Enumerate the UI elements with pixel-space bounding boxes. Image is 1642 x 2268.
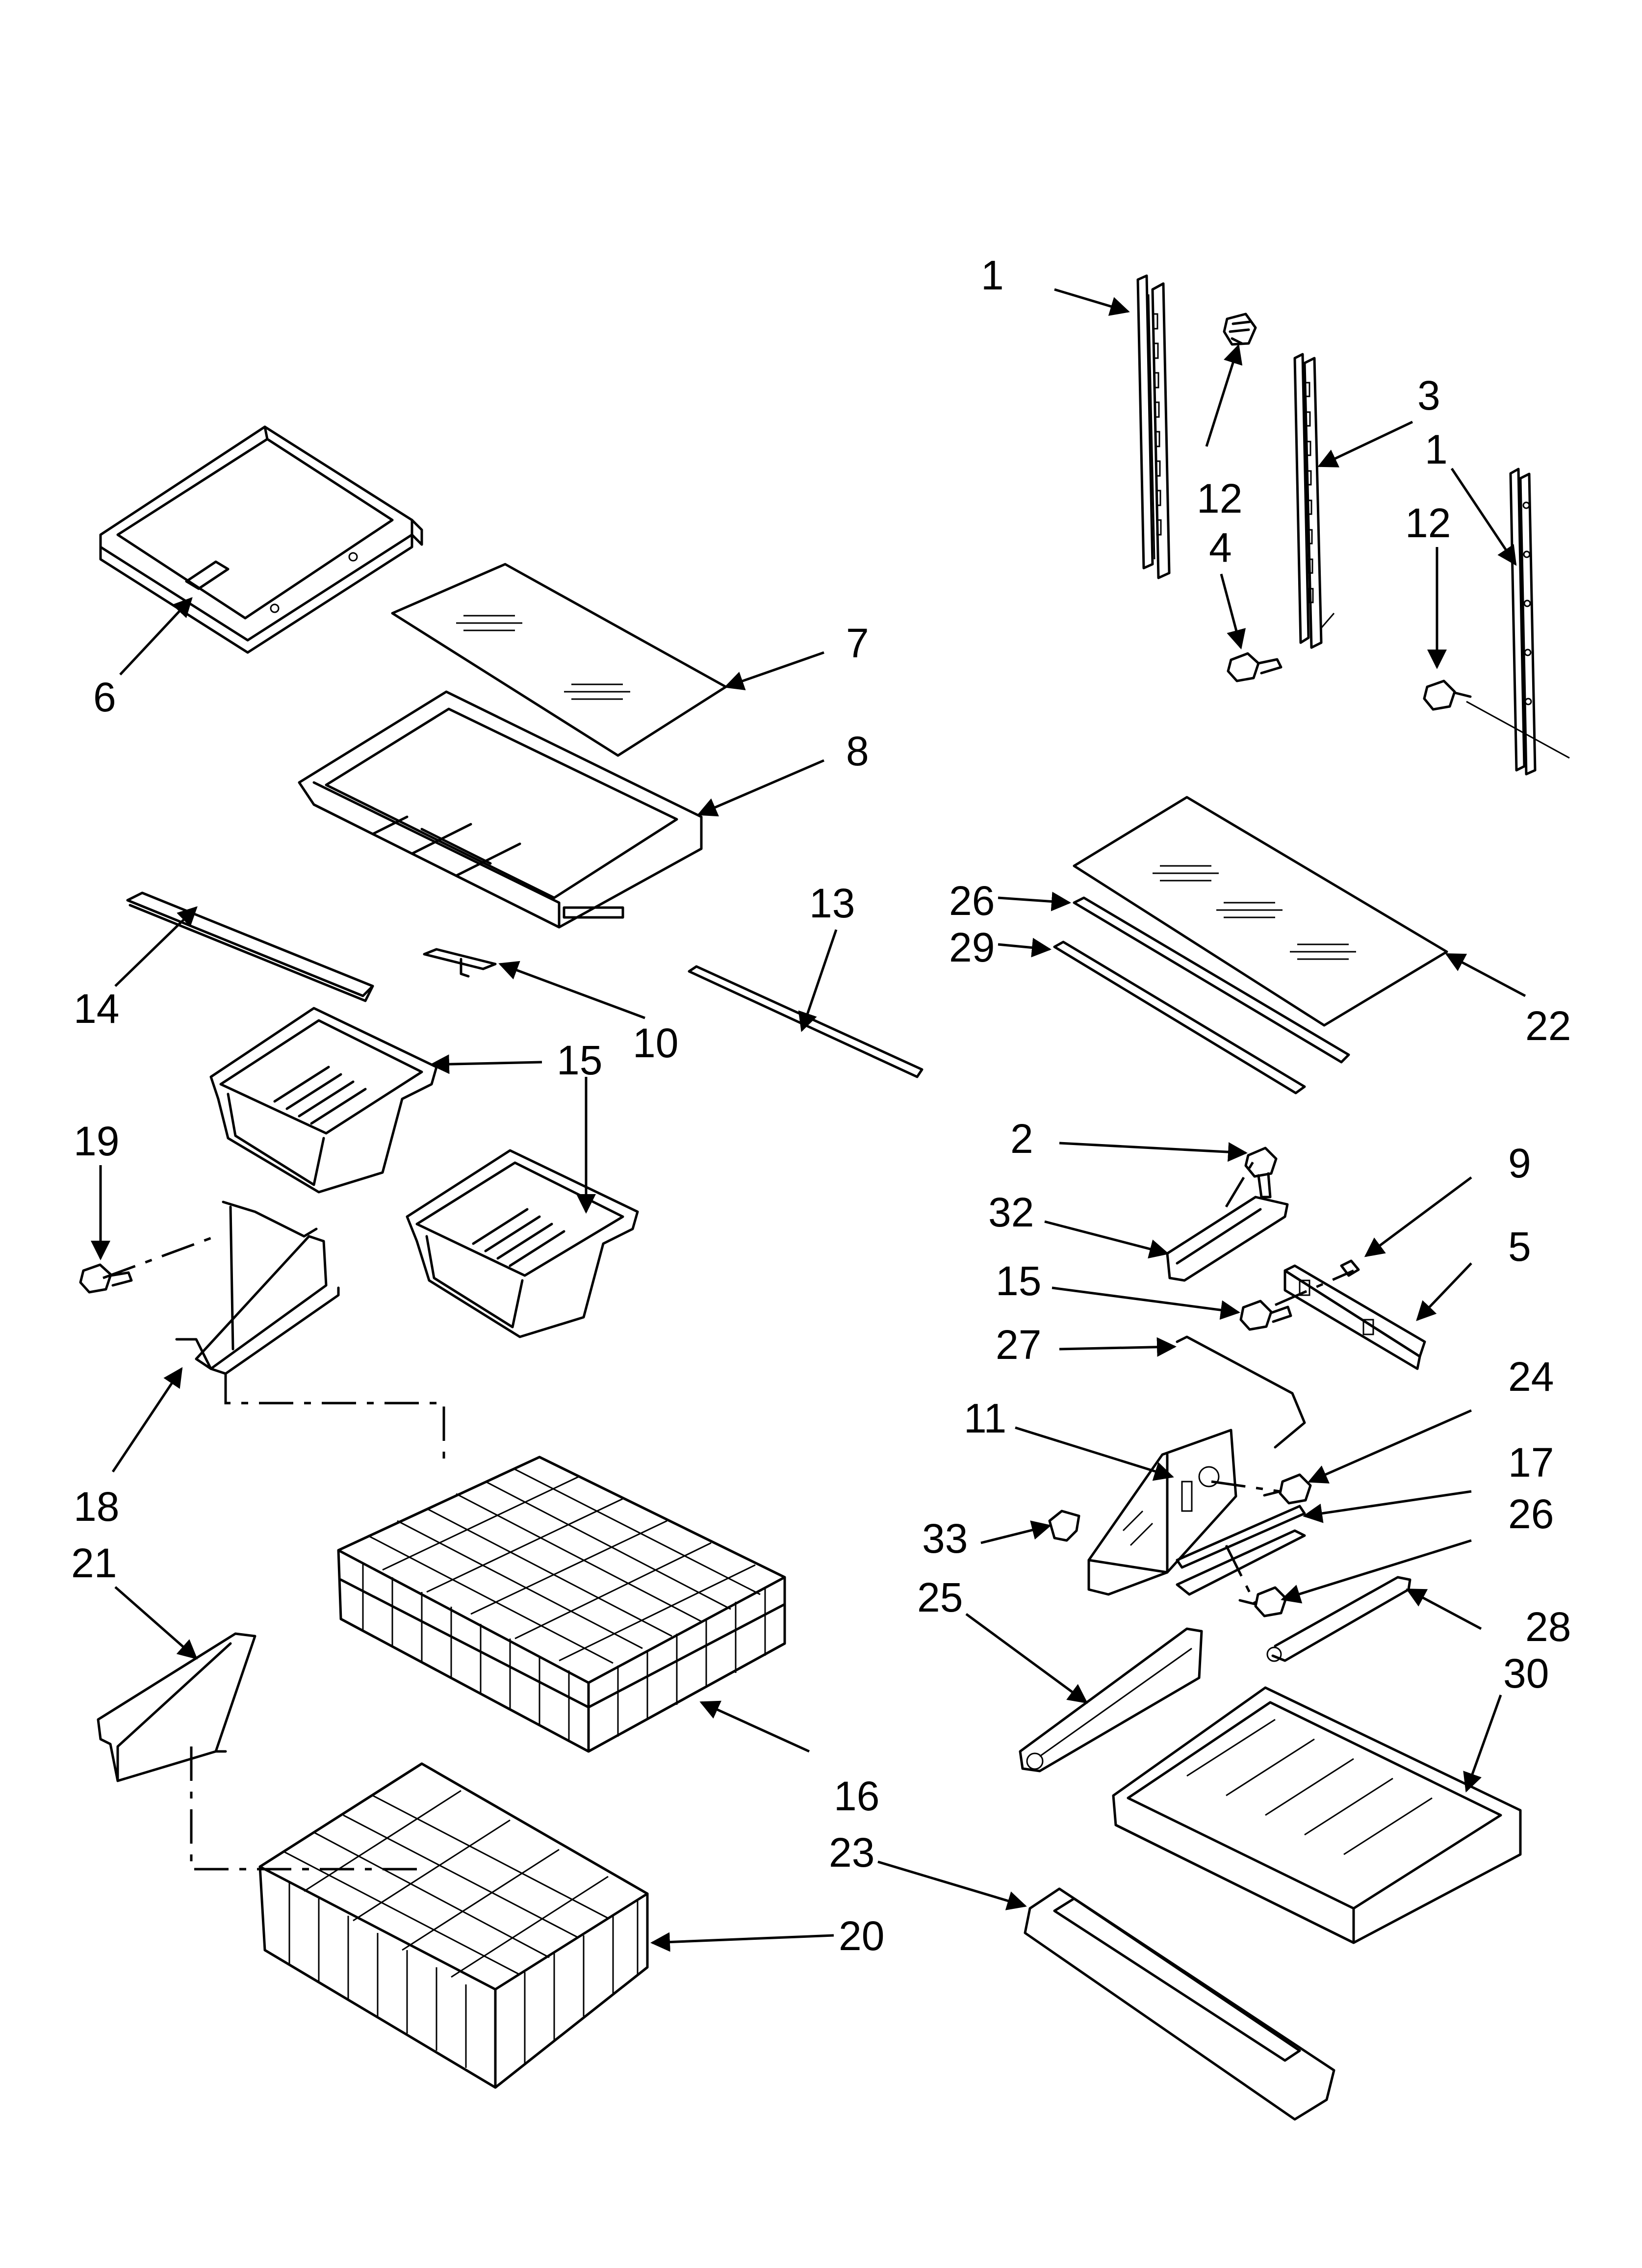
callout-13: 13 bbox=[809, 880, 855, 926]
part-3-standard-center bbox=[1293, 353, 1335, 649]
part-15-crisper-pan-upper bbox=[209, 1007, 438, 1194]
callout-27: 27 bbox=[996, 1322, 1041, 1368]
part-21-divider bbox=[97, 1632, 257, 1782]
part-22-glass-shelf bbox=[1073, 796, 1448, 1027]
part-6-shelf-frame bbox=[99, 425, 423, 654]
part-9-clip bbox=[1340, 1259, 1360, 1277]
callout-19: 19 bbox=[74, 1118, 119, 1164]
callout-32: 32 bbox=[988, 1189, 1034, 1235]
callout-33: 33 bbox=[922, 1515, 968, 1562]
part-15-crisper-pan-lower bbox=[406, 1149, 639, 1338]
part-24-screw bbox=[1263, 1473, 1312, 1505]
part-23-cover bbox=[1024, 1887, 1335, 2121]
callout-25: 25 bbox=[917, 1574, 963, 1620]
callout-15-crisper: 15 bbox=[557, 1037, 602, 1083]
part-26-strip bbox=[1176, 1529, 1306, 1596]
part-11-housing bbox=[1087, 1429, 1237, 1596]
callout-7: 7 bbox=[846, 620, 869, 666]
part-33-clip bbox=[1048, 1510, 1080, 1542]
part-12-screw-top bbox=[1223, 313, 1257, 346]
callout-1-top: 1 bbox=[981, 252, 1004, 298]
part-29-trim-lower bbox=[1053, 940, 1306, 1095]
part-7-glass-shelf bbox=[391, 563, 727, 757]
callout-14: 14 bbox=[74, 986, 119, 1032]
part-1-standard-left bbox=[1136, 274, 1171, 579]
callout-16: 16 bbox=[834, 1773, 879, 1819]
part-15-screw bbox=[1239, 1300, 1292, 1331]
callout-8: 8 bbox=[846, 728, 869, 774]
callout-17: 17 bbox=[1508, 1439, 1554, 1486]
callout-10: 10 bbox=[633, 1020, 678, 1066]
part-30-pan bbox=[1112, 1686, 1522, 1944]
callout-1-right: 1 bbox=[1425, 426, 1448, 472]
part-8-shelf-frame bbox=[298, 690, 703, 929]
callout-30: 30 bbox=[1503, 1650, 1549, 1696]
callout-24: 24 bbox=[1508, 1354, 1554, 1400]
part-25-trim bbox=[1019, 1627, 1203, 1773]
callout-28: 28 bbox=[1525, 1604, 1571, 1650]
callout-18: 18 bbox=[74, 1484, 119, 1530]
part-13-trim bbox=[688, 965, 924, 1078]
part-27-wire bbox=[1176, 1335, 1306, 1449]
part-5-bracket bbox=[1283, 1264, 1426, 1370]
part-19-screw bbox=[79, 1263, 133, 1294]
part-17-bracket bbox=[1176, 1505, 1306, 1569]
part-4-screw bbox=[1227, 652, 1283, 682]
alignment-dashes bbox=[103, 1157, 1355, 1871]
callout-20: 20 bbox=[839, 1913, 884, 1959]
part-32-bracket bbox=[1166, 1196, 1289, 1282]
part-12-screw-right bbox=[1423, 679, 1472, 711]
callout-9: 9 bbox=[1508, 1140, 1531, 1186]
callout-labels: 1 12 3 1 12 4 6 7 8 13 26 29 22 14 10 15… bbox=[71, 252, 1571, 1959]
callout-2: 2 bbox=[1010, 1116, 1033, 1162]
part-10-clip bbox=[423, 948, 497, 978]
callout-4: 4 bbox=[1209, 524, 1232, 571]
part-26-screw bbox=[1238, 1586, 1287, 1617]
callout-12-top: 12 bbox=[1197, 475, 1242, 521]
part-1-standard-right bbox=[1466, 468, 1570, 776]
callout-15-screw: 15 bbox=[996, 1258, 1041, 1304]
callout-29: 29 bbox=[949, 924, 995, 970]
callout-5: 5 bbox=[1508, 1224, 1531, 1270]
part-16-wire-basket bbox=[337, 1456, 786, 1753]
part-14-trim bbox=[126, 891, 374, 1002]
callout-26-upper: 26 bbox=[949, 878, 995, 924]
part-2-screw bbox=[1244, 1147, 1278, 1199]
callout-22: 22 bbox=[1525, 1003, 1571, 1049]
part-18-divider bbox=[175, 1200, 340, 1375]
callout-12-right: 12 bbox=[1405, 500, 1451, 546]
part-26-trim-upper bbox=[1073, 896, 1350, 1064]
callout-23: 23 bbox=[829, 1829, 874, 1876]
part-28-wire bbox=[1266, 1576, 1411, 1662]
callout-6: 6 bbox=[93, 674, 116, 720]
callout-21: 21 bbox=[71, 1540, 117, 1586]
callout-26-lower: 26 bbox=[1508, 1491, 1554, 1537]
callout-11: 11 bbox=[964, 1395, 1006, 1441]
callout-3: 3 bbox=[1417, 372, 1440, 418]
leader-lines bbox=[91, 288, 1526, 1952]
part-20-wire-basket bbox=[258, 1762, 649, 2089]
